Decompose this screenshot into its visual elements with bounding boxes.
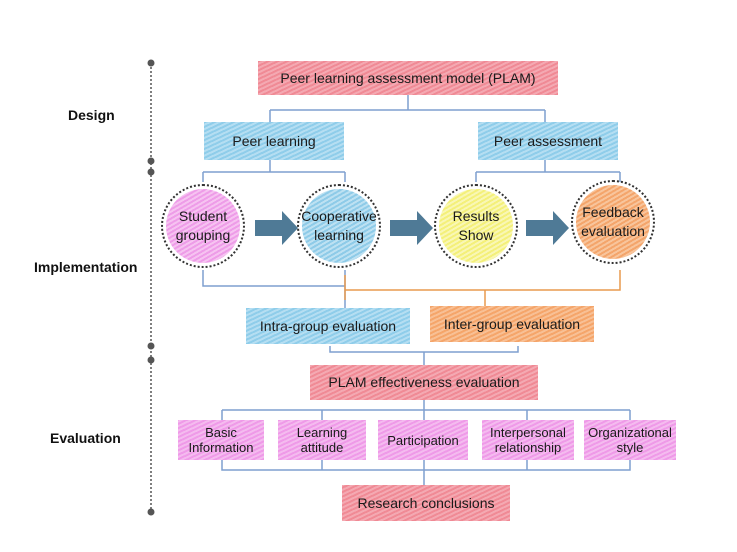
factor-line1: Learning (296, 425, 348, 440)
conclusion-box: Research conclusions (342, 485, 510, 521)
connector-factors (221, 400, 631, 420)
effectiveness-label: PLAM effectiveness evaluation (328, 374, 520, 390)
step-line1: Student (178, 208, 228, 224)
peer-assessment-box: Peer assessment (478, 122, 618, 160)
model-title: Peer learning assessment model (PLAM) (280, 69, 536, 86)
step-line2: evaluation (581, 223, 645, 239)
factor-line1: Basic (205, 425, 237, 440)
step-feedback-evaluation: Feedback evaluation (571, 180, 655, 264)
stage-label-implementation: Implementation (34, 259, 138, 275)
conclusion-label: Research conclusions (357, 494, 495, 511)
timeline-dot (147, 59, 155, 67)
inter-group-box: Inter-group evaluation (430, 306, 594, 342)
connector-plam-design (269, 95, 546, 122)
step-line2: Show (458, 227, 494, 243)
intra-group-label: Intra-group evaluation (259, 317, 397, 334)
connector-conclusion (221, 460, 631, 485)
factor-line1: Participation (387, 432, 459, 448)
peer-assessment-label: Peer assessment (493, 132, 603, 149)
factor-line2: Information (188, 440, 254, 455)
peer-learning-label: Peer learning (232, 132, 316, 149)
step-line2: grouping (175, 227, 231, 243)
inter-group-label: Inter-group evaluation (443, 315, 581, 332)
effectiveness-box: PLAM effectiveness evaluation (310, 365, 538, 400)
timeline-dot (147, 342, 155, 350)
connector-inter (344, 270, 621, 308)
connector-peer-learning (202, 160, 346, 182)
factor-line1: Interpersonal (490, 425, 566, 440)
peer-learning-box: Peer learning (204, 122, 344, 160)
stage-label-design: Design (68, 107, 115, 123)
step-line1: Feedback (582, 204, 644, 220)
timeline-dot (147, 168, 155, 176)
intra-group-box: Intra-group evaluation (246, 308, 410, 344)
factor-line2: attitude (300, 440, 344, 455)
arrow-right-icon (390, 211, 433, 245)
timeline-dot (147, 157, 155, 165)
step-line1: Cooperative (301, 208, 377, 224)
stage-label-evaluation: Evaluation (50, 430, 121, 446)
step-student-grouping: Student grouping (161, 184, 245, 268)
factor-line1: Organizational (588, 425, 672, 440)
timeline-dot (147, 508, 155, 516)
step-cooperative-learning: Cooperative learning (297, 184, 381, 268)
arrow-right-icon (255, 211, 298, 245)
arrow-right-icon (526, 211, 569, 245)
factor-line2: relationship (494, 440, 562, 455)
factor-participation: Participation (378, 420, 468, 460)
step-line1: Results (452, 208, 500, 224)
model-title-box: Peer learning assessment model (PLAM) (258, 61, 558, 95)
step-line2: learning (314, 227, 364, 243)
factor-line2: style (616, 440, 644, 455)
connector-intra (202, 270, 346, 308)
connector-peer-assessment (475, 160, 621, 182)
timeline-dot (147, 356, 155, 364)
connector-group-effectiveness (329, 346, 519, 365)
